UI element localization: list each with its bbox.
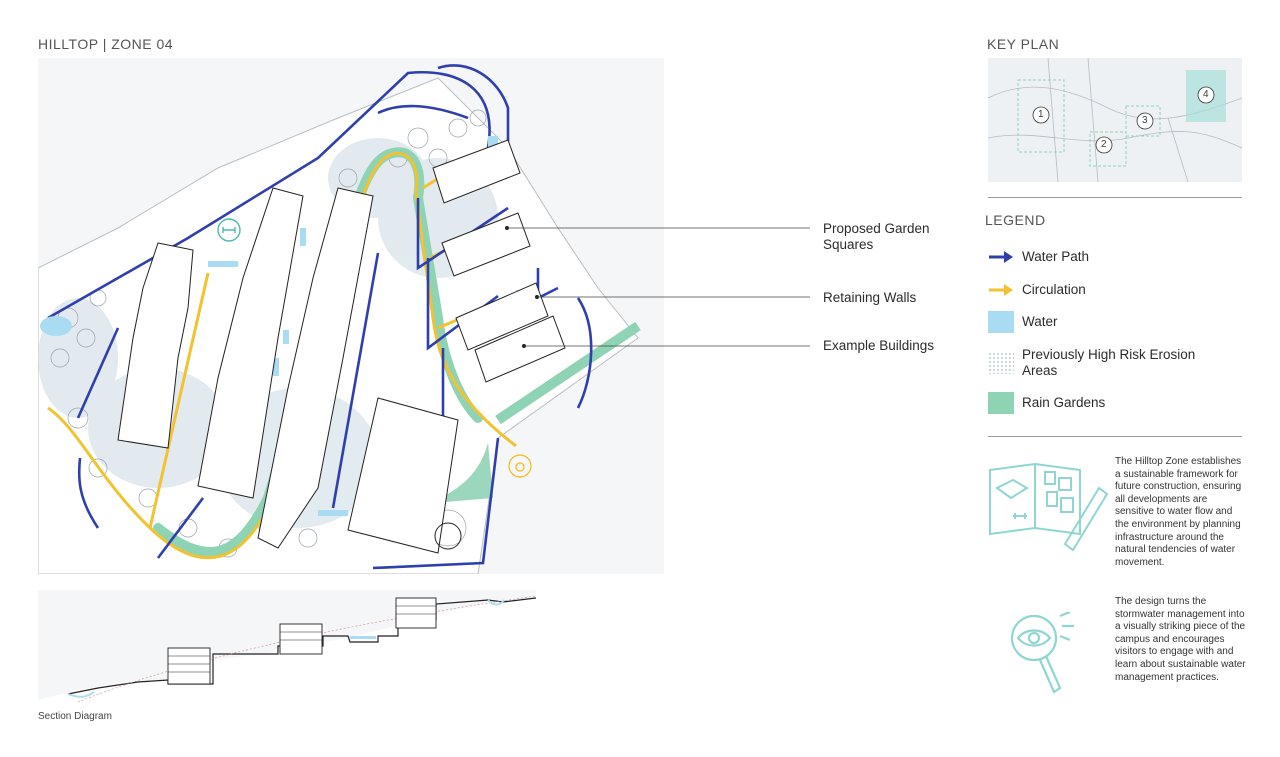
circulation-arrow-icon <box>988 279 1014 301</box>
callout-retaining-walls: Retaining Walls <box>823 290 917 305</box>
legend-item-circulation: Circulation <box>988 279 1086 301</box>
page-title: HILLTOP | ZONE 04 <box>38 36 174 52</box>
legend-item-water: Water <box>988 311 1058 333</box>
legend-label: Previously High Risk Erosion Areas <box>1022 347 1196 378</box>
water-swatch <box>988 311 1014 333</box>
key-plan-title: KEY PLAN <box>987 36 1060 52</box>
legend-item-rain-gardens: Rain Gardens <box>988 392 1105 414</box>
legend-label: Circulation <box>1022 282 1086 297</box>
erosion-stipple-swatch <box>988 352 1014 374</box>
legend-item-water-path: Water Path <box>988 246 1089 268</box>
legend-item-erosion: Previously High Risk Erosion Areas <box>988 347 1195 379</box>
key-plan-map: 1 2 3 4 <box>987 57 1243 183</box>
legend-label: Water <box>1022 314 1058 329</box>
rain-garden-swatch <box>988 392 1014 414</box>
magnifier-eye-icon <box>1008 610 1078 696</box>
water-path-arrow-icon <box>988 246 1014 268</box>
callout-example-buildings: Example Buildings <box>823 338 935 353</box>
callout-garden-squares: Proposed Garden Squares <box>823 221 930 252</box>
legend-title: LEGEND <box>985 212 1046 228</box>
divider <box>988 197 1242 198</box>
key-plan-zone-4: 4 <box>1203 89 1209 100</box>
section-diagram-label: Section Diagram <box>38 711 112 722</box>
description-paragraph: The Hilltop Zone establishes a sustainab… <box>1115 456 1242 568</box>
site-plan <box>37 58 664 575</box>
legend-label: Rain Gardens <box>1022 395 1106 410</box>
key-plan-zone-3: 3 <box>1142 115 1148 126</box>
book-plan-ruler-icon <box>985 458 1110 554</box>
key-plan-zone-2: 2 <box>1101 139 1107 150</box>
key-plan-zone-1: 1 <box>1038 109 1044 120</box>
divider <box>988 436 1242 437</box>
legend-label: Water Path <box>1022 249 1090 264</box>
description-paragraph: The design turns the stormwater manageme… <box>1115 596 1246 683</box>
section-diagram <box>38 590 537 708</box>
